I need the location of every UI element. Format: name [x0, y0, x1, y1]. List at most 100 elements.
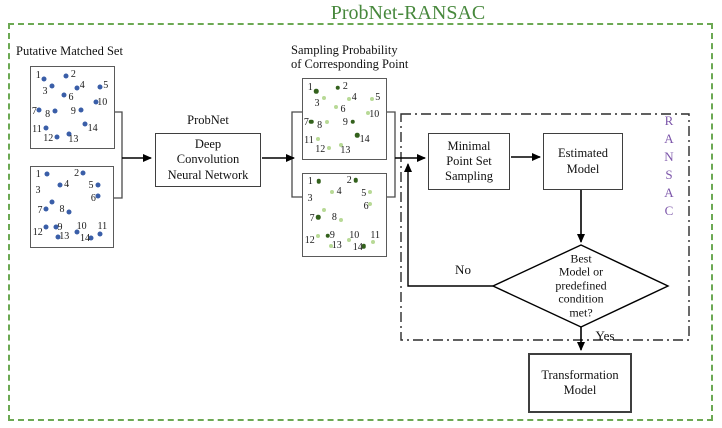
match-point-dot-5 — [97, 84, 103, 90]
match-point-number-6: 6 — [68, 92, 74, 104]
match-point-dot-8 — [339, 218, 344, 223]
match-point-dot-7 — [315, 214, 321, 220]
match-point-dot-9 — [350, 119, 356, 125]
match-point-number-12: 12 — [315, 144, 326, 156]
match-point-number-3: 3 — [307, 192, 313, 204]
no-loop-line — [404, 163, 493, 287]
match-point-dot-9 — [78, 107, 84, 113]
match-point-number-13: 13 — [68, 134, 79, 146]
match-point-number-7: 7 — [309, 213, 315, 225]
match-point-dot-12 — [54, 134, 60, 140]
match-point-number-5: 5 — [375, 91, 381, 103]
match-point-dot-11 — [315, 136, 320, 141]
match-point-number-1: 1 — [35, 69, 41, 81]
match-point-dot-13 — [55, 234, 61, 240]
ransac-dashdot-boundary — [400, 113, 690, 341]
putative-right-bracket — [112, 111, 123, 199]
match-point-number-2: 2 — [70, 69, 76, 81]
match-point-number-8: 8 — [317, 120, 323, 132]
match-point-number-3: 3 — [42, 86, 48, 98]
figure-dashed-border — [8, 23, 713, 421]
match-point-dot-14 — [361, 244, 366, 249]
match-point-number-14: 14 — [359, 133, 370, 145]
match-point-dot-6 — [95, 193, 101, 199]
putative-matched-set-label: Putative Matched Set — [16, 44, 123, 58]
sampling-right-bracket — [385, 111, 396, 198]
match-point-dot-4 — [330, 190, 335, 195]
match-point-number-2: 2 — [342, 80, 348, 92]
match-point-dot-14 — [82, 121, 88, 127]
match-point-dot-13 — [339, 142, 343, 147]
match-point-dot-11 — [370, 240, 375, 245]
match-point-dot-12 — [315, 233, 320, 238]
match-point-dot-12 — [326, 146, 331, 151]
match-point-dot-8 — [324, 120, 329, 125]
match-point-number-10: 10 — [369, 108, 380, 120]
match-point-number-10: 10 — [97, 96, 108, 108]
match-point-dot-7 — [309, 119, 314, 125]
match-point-number-6: 6 — [90, 193, 96, 205]
match-point-dot-4 — [346, 97, 351, 102]
sampling-left-bracket — [291, 111, 302, 198]
match-point-dot-1 — [316, 179, 322, 184]
match-point-dot-9 — [53, 224, 59, 230]
match-point-dot-7 — [36, 107, 42, 113]
match-point-dot-5 — [368, 190, 373, 195]
match-point-number-1: 1 — [307, 81, 313, 93]
match-point-number-9: 9 — [70, 105, 76, 117]
transformation-model-node: Transformation Model — [528, 353, 632, 413]
match-point-number-9: 9 — [342, 117, 348, 129]
figure-title: ProbNet-RANSAC — [330, 2, 486, 24]
match-point-number-9: 9 — [57, 221, 63, 233]
match-point-dot-14 — [88, 235, 94, 241]
match-point-number-13: 13 — [331, 239, 342, 251]
match-point-dot-6 — [368, 201, 373, 206]
match-point-dot-4 — [74, 85, 80, 91]
match-point-number-13: 13 — [59, 231, 70, 242]
match-point-number-2: 2 — [74, 167, 80, 179]
probnet-node: Deep Convolution Neural Network — [155, 133, 261, 187]
match-point-dot-1 — [44, 171, 50, 177]
match-point-dot-2 — [63, 73, 69, 79]
match-point-number-14: 14 — [87, 122, 98, 134]
match-point-dot-8 — [52, 108, 58, 114]
match-point-dot-6 — [334, 104, 339, 109]
match-point-number-4: 4 — [336, 186, 342, 198]
yes-edge-label: Yes — [595, 328, 615, 343]
match-point-number-1: 1 — [35, 169, 41, 180]
match-point-number-5: 5 — [88, 180, 94, 192]
match-point-dot-11 — [97, 231, 103, 237]
match-point-dot-10 — [347, 238, 352, 243]
match-point-number-14: 14 — [80, 233, 91, 245]
match-point-number-8: 8 — [45, 109, 51, 121]
ransac-vertical-label: R A N S A C — [664, 113, 674, 218]
sampling-probability-label: Sampling Probability of Corresponding Po… — [291, 43, 409, 71]
match-point-dot-11 — [43, 125, 49, 131]
match-point-dot-13 — [66, 131, 72, 137]
no-edge-label: No — [455, 262, 471, 277]
match-point-number-2: 2 — [346, 174, 352, 186]
match-point-dot-14 — [354, 132, 360, 138]
match-point-number-6: 6 — [363, 201, 369, 213]
match-point-number-4: 4 — [79, 80, 85, 92]
match-point-dot-12 — [43, 224, 49, 230]
match-point-dot-7 — [43, 206, 49, 212]
match-point-number-7: 7 — [37, 205, 43, 216]
match-point-dot-2 — [80, 170, 86, 176]
match-point-number-8: 8 — [59, 204, 65, 216]
match-point-dot-6 — [61, 92, 67, 98]
match-point-number-12: 12 — [32, 226, 43, 238]
match-point-dot-1 — [314, 88, 319, 94]
match-point-dot-10 — [365, 111, 370, 116]
match-point-number-1: 1 — [307, 176, 313, 188]
match-point-dot-3 — [49, 83, 55, 89]
match-point-dot-13 — [328, 243, 333, 248]
decision-diamond-text: Best Model or predefined condition met? — [555, 251, 607, 320]
match-point-dot-3 — [322, 207, 327, 212]
match-point-dot-8 — [66, 209, 72, 215]
